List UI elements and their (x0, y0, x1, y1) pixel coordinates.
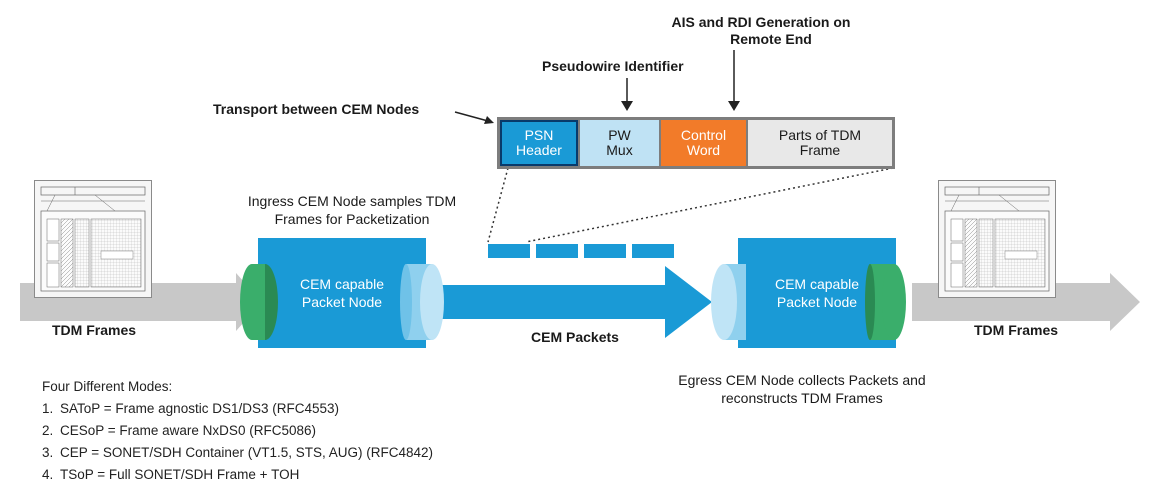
egress-node-label-line2: Packet Node (776, 294, 858, 310)
packet-2 (536, 244, 578, 258)
egress-description-line1: Egress CEM Node collects Packets and (678, 372, 926, 388)
mode-text: SAToP = Frame agnostic DS1/DS3 (RFC4553) (60, 401, 339, 416)
mode-number: 4. (42, 467, 54, 482)
egress-node-label: CEM capable Packet Node (775, 275, 859, 311)
tdm-line1: Parts of TDM (778, 127, 862, 143)
mode-item: 2. CESoP = Frame aware NxDS0 (RFC5086) (42, 420, 433, 442)
ais-rdi-pointer-head (728, 101, 740, 111)
ctrl-line2: Word (686, 142, 721, 158)
mode-text: TSoP = Full SONET/SDH Frame + TOH (60, 467, 300, 482)
ingress-node-label: CEM capable Packet Node (300, 275, 384, 311)
ingress-node-label-line2: Packet Node (301, 294, 383, 310)
tdm-frames-left-label: TDM Frames (52, 322, 137, 338)
pw-identifier-pointer-head (621, 101, 633, 111)
ingress-description: Ingress CEM Node samples TDM Frames for … (222, 192, 482, 228)
tdm-frame-drawing (40, 186, 146, 292)
pw-identifier-label: Pseudowire Identifier (542, 58, 684, 74)
mode-item: 3. CEP = SONET/SDH Container (VT1.5, STS,… (42, 442, 433, 464)
ingress-node-label-line1: CEM capable (299, 276, 385, 292)
packet-4 (632, 244, 674, 258)
mode-text: CEP = SONET/SDH Container (VT1.5, STS, A… (60, 445, 433, 460)
tdm-frame-thumbnail-left (34, 180, 152, 298)
mode-number: 3. (42, 445, 54, 460)
ingress-cem-node: CEM capable Packet Node (258, 238, 426, 348)
ingress-description-line1: Ingress CEM Node samples TDM (247, 193, 457, 209)
pw-line2: Mux (606, 142, 633, 158)
packet-3 (584, 244, 626, 258)
mode-text: CESoP = Frame aware NxDS0 (RFC5086) (60, 423, 316, 438)
tdm-frames-right-label: TDM Frames (974, 322, 1059, 338)
tdm-frame-drawing (944, 186, 1050, 292)
cem-packets-arrow (438, 266, 712, 338)
psn-line1: PSN (524, 127, 554, 143)
packet-1 (488, 244, 530, 258)
egress-description: Egress CEM Node collects Packets and rec… (652, 371, 952, 407)
tdm-line2: Frame (799, 142, 841, 158)
egress-description-line2: reconstructs TDM Frames (721, 390, 883, 406)
transport-pointer (454, 111, 489, 122)
ctrl-line1: Control (680, 127, 727, 143)
ais-rdi-label-line2: Remote End (730, 31, 812, 47)
mode-item: 1. SAToP = Frame agnostic DS1/DS3 (RFC455… (42, 398, 433, 420)
psn-line2: Header (516, 142, 562, 158)
modes-items: 1. SAToP = Frame agnostic DS1/DS3 (RFC455… (42, 398, 433, 486)
ingress-green-port (240, 264, 278, 340)
ingress-description-line2: Frames for Packetization (274, 211, 430, 227)
modes-list: Four Different Modes: 1. SAToP = Frame ag… (42, 376, 433, 486)
pw-line1: PW (608, 127, 631, 143)
egress-green-port (865, 264, 906, 340)
mode-item: 4. TSoP = Full SONET/SDH Frame + TOH (42, 464, 433, 486)
cem-packets-label: CEM Packets (531, 329, 619, 345)
transport-pointer-head (484, 116, 494, 124)
ais-rdi-label-line1: AIS and RDI Generation on (671, 14, 851, 30)
egress-node-label-line1: CEM capable (774, 276, 860, 292)
mode-number: 2. (42, 423, 54, 438)
mode-number: 1. (42, 401, 54, 416)
egress-blue-port (711, 264, 746, 340)
ais-rdi-label: AIS and RDI Generation on Remote End (666, 14, 856, 48)
modes-heading: Four Different Modes: (42, 379, 173, 394)
zoom-line-left (487, 167, 509, 243)
ingress-blue-port (400, 264, 444, 340)
tdm-frame-thumbnail-right (938, 180, 1056, 298)
zoom-line-right (525, 167, 894, 243)
transport-label: Transport between CEM Nodes (213, 101, 420, 117)
